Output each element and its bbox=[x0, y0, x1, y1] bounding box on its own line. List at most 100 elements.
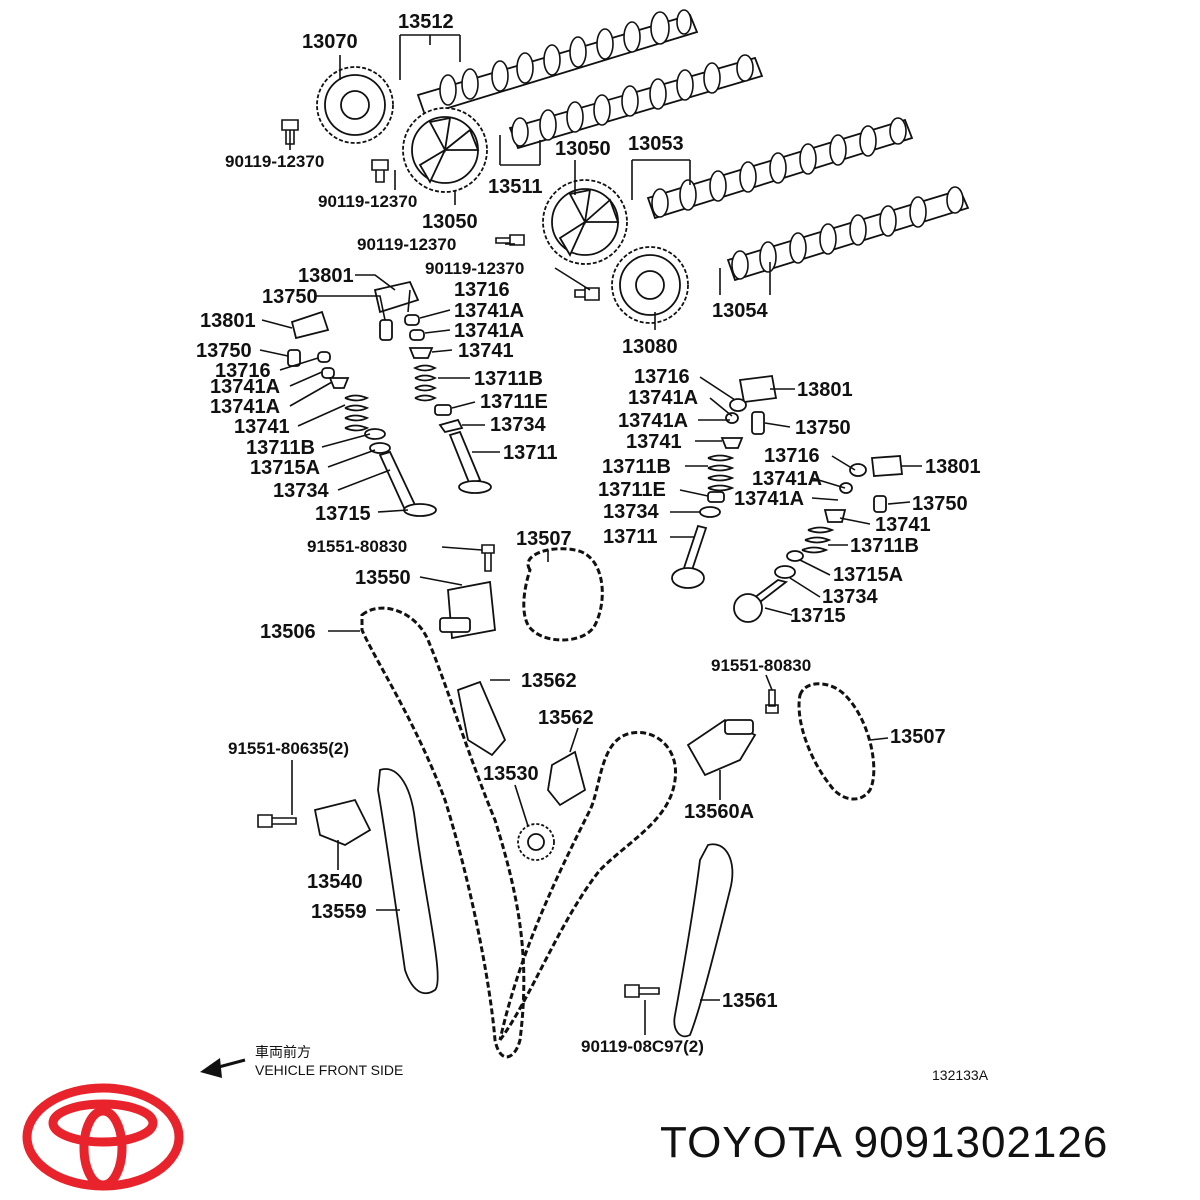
label-13507-a: 13507 bbox=[516, 528, 572, 550]
label-13741A-d: 13741A bbox=[210, 396, 280, 418]
crank-sprocket-13530 bbox=[517, 823, 555, 861]
label-13716-b: 13716 bbox=[215, 360, 271, 382]
label-13741A-h: 13741A bbox=[734, 488, 804, 510]
label-13801-a: 13801 bbox=[298, 265, 354, 287]
cam-timing-gear-13050-lower bbox=[542, 179, 628, 265]
camshaft-13511 bbox=[508, 54, 764, 150]
label-bolt-91551-80830-a: 91551-80830 bbox=[307, 537, 407, 556]
label-13559: 13559 bbox=[311, 901, 367, 923]
label-13540: 13540 bbox=[307, 871, 363, 893]
label-13050-b: 13050 bbox=[555, 138, 611, 160]
label-13711B-d: 13711B bbox=[850, 535, 919, 557]
label-13741A-f: 13741A bbox=[618, 410, 688, 432]
label-13741-a: 13741 bbox=[458, 340, 514, 362]
label-bolt-91551-80830-b: 91551-80830 bbox=[711, 656, 811, 675]
chain-tensioner-13560A bbox=[686, 718, 757, 777]
label-13741A-b: 13741A bbox=[454, 320, 524, 342]
label-13716-c: 13716 bbox=[634, 366, 690, 388]
sub-chain-13507-left bbox=[522, 547, 604, 642]
diagram-number: 132133A bbox=[932, 1067, 989, 1083]
label-bolt-90119-12370-d: 90119-12370 bbox=[425, 259, 524, 278]
cam-timing-gear-13070 bbox=[316, 66, 394, 144]
label-bolt-90119-08C97: 90119-08C97(2) bbox=[581, 1037, 704, 1056]
label-13512: 13512 bbox=[398, 11, 454, 33]
label-bolt-90119-12370-c: 90119-12370 bbox=[357, 235, 456, 254]
label-13511: 13511 bbox=[488, 176, 543, 198]
label-bolt-90119-12370-a: 90119-12370 bbox=[225, 152, 324, 171]
chain-tensioner-13550 bbox=[439, 580, 496, 640]
tensioner-bolt-icon bbox=[257, 544, 779, 998]
label-13080: 13080 bbox=[622, 336, 678, 358]
vehicle-front-en: VEHICLE FRONT SIDE bbox=[255, 1062, 403, 1078]
leader-lines-right bbox=[670, 376, 922, 616]
label-13711E-a: 13711E bbox=[480, 391, 548, 413]
label-13716-d: 13716 bbox=[764, 445, 820, 467]
valve-assembly-right-b bbox=[733, 455, 903, 623]
chain-tensioner-13540 bbox=[313, 798, 372, 847]
label-13801-c: 13801 bbox=[797, 379, 853, 401]
label-13734-b: 13734 bbox=[273, 480, 329, 502]
label-13750-d: 13750 bbox=[912, 493, 968, 515]
label-13801-d: 13801 bbox=[925, 456, 981, 478]
chain-guide-13561 bbox=[673, 843, 734, 1038]
label-13711B-a: 13711B bbox=[474, 368, 543, 390]
label-13506: 13506 bbox=[260, 621, 316, 643]
label-13070: 13070 bbox=[302, 31, 358, 53]
camshaft-13054 bbox=[726, 186, 970, 282]
leader-lines-left bbox=[259, 274, 500, 513]
vehicle-front-jp: 車両前方 bbox=[255, 1044, 311, 1060]
label-13054: 13054 bbox=[712, 300, 768, 322]
vehicle-front-arrow-icon bbox=[200, 1058, 246, 1078]
timing-chain-13506 bbox=[360, 606, 526, 1059]
camshaft-13053 bbox=[646, 117, 914, 220]
label-13550: 13550 bbox=[355, 567, 411, 589]
label-13711-b: 13711 bbox=[603, 526, 658, 548]
label-13734-a: 13734 bbox=[490, 414, 546, 436]
label-13801-b: 13801 bbox=[200, 310, 256, 332]
label-13715A-b: 13715A bbox=[833, 564, 903, 586]
label-13741-d: 13741 bbox=[875, 514, 931, 536]
label-13562-a: 13562 bbox=[521, 670, 577, 692]
part-labels: 13512 13070 90119-12370 90119-12370 1305… bbox=[196, 11, 989, 1083]
chain-guide-13562-lower bbox=[547, 750, 587, 807]
valve-assembly-left-a bbox=[373, 280, 492, 494]
label-13741-b: 13741 bbox=[234, 416, 290, 438]
cam-timing-gear-13050-upper bbox=[402, 107, 488, 193]
label-13507-b: 13507 bbox=[890, 726, 946, 748]
label-13053: 13053 bbox=[628, 133, 684, 155]
camshaft-13512 bbox=[416, 9, 699, 117]
label-13750-c: 13750 bbox=[795, 417, 851, 439]
leader-lines-top bbox=[289, 34, 771, 330]
label-bolt-91551-80635: 91551-80635(2) bbox=[228, 739, 349, 758]
label-13715-b: 13715 bbox=[790, 605, 846, 627]
label-13711E-b: 13711E bbox=[598, 479, 666, 501]
label-bolt-90119-12370-b: 90119-12370 bbox=[318, 192, 417, 211]
sub-chain-13507-right bbox=[797, 682, 876, 801]
label-13560A: 13560A bbox=[684, 801, 754, 823]
label-13734-c: 13734 bbox=[603, 501, 659, 523]
label-13715-a: 13715 bbox=[315, 503, 371, 525]
toyota-logo-icon bbox=[22, 1083, 184, 1191]
label-13561: 13561 bbox=[722, 990, 778, 1012]
timing-chain-13506-right-loop bbox=[498, 730, 677, 1041]
label-13711B-c: 13711B bbox=[602, 456, 671, 478]
label-13741A-a: 13741A bbox=[454, 300, 524, 322]
label-13741A-e: 13741A bbox=[628, 387, 698, 409]
label-13741A-c: 13741A bbox=[210, 376, 280, 398]
label-13741-c: 13741 bbox=[626, 431, 682, 453]
chain-guide-13559 bbox=[377, 768, 439, 995]
label-13741A-g: 13741A bbox=[752, 468, 822, 490]
cam-timing-gear-13080 bbox=[611, 246, 689, 324]
label-13711B-b: 13711B bbox=[246, 437, 315, 459]
label-13734-d: 13734 bbox=[822, 586, 878, 608]
label-13050-a: 13050 bbox=[422, 211, 478, 233]
label-13750-b: 13750 bbox=[196, 340, 252, 362]
valve-assembly-right-a bbox=[671, 375, 778, 589]
label-13530: 13530 bbox=[483, 763, 539, 785]
label-13716-a: 13716 bbox=[454, 279, 510, 301]
label-13715A-a: 13715A bbox=[250, 457, 320, 479]
brand-part-number: TOYOTA 9091302126 bbox=[660, 1118, 1109, 1167]
label-13711-a: 13711 bbox=[503, 442, 558, 464]
chain-guide-13562-upper bbox=[456, 680, 507, 757]
